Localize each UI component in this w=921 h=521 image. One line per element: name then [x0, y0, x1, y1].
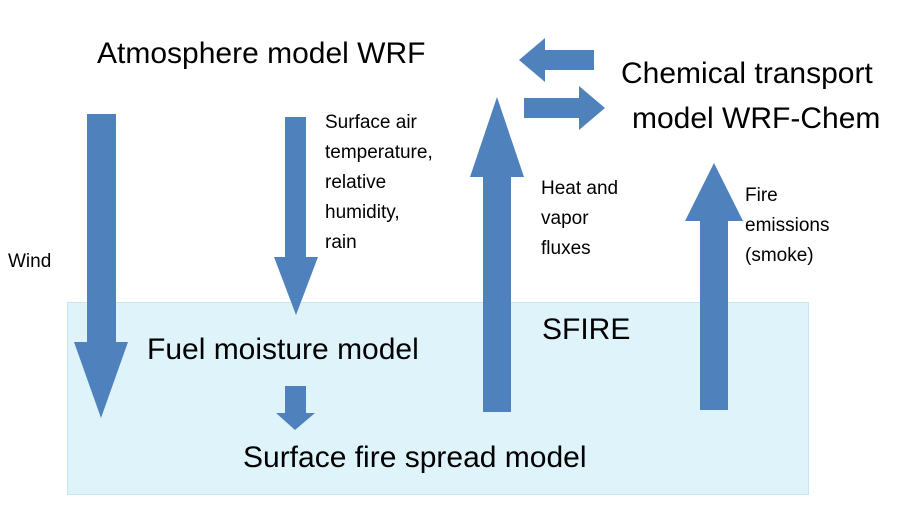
- heat-vapor-line: Heat and: [541, 178, 619, 199]
- heat-vapor-label: Heat and vapor fluxes: [541, 174, 618, 264]
- wind-label: Wind: [8, 251, 52, 272]
- chemical-model-label-line2: model WRF-Chem: [632, 102, 881, 135]
- atmosphere-model-label: Atmosphere model WRF: [97, 37, 426, 70]
- surface-air-arrow: [274, 117, 318, 315]
- fire-emissions-label: Fire emissions (smoke): [745, 181, 829, 271]
- fire-emissions-arrow: [685, 163, 743, 410]
- fuel-to-fire-arrow: [276, 386, 315, 430]
- surface-air-line: Surface air: [325, 112, 417, 133]
- wrf-to-chem-arrow: [524, 86, 605, 130]
- sfire-label: SFIRE: [542, 313, 631, 346]
- surface-air-label: Surface air temperature, relative humidi…: [325, 108, 433, 258]
- fire-emissions-line: Fire: [745, 185, 778, 206]
- heat-vapor-line: fluxes: [541, 238, 591, 259]
- chem-to-wrf-arrow: [519, 38, 594, 82]
- sfire-region: [67, 302, 809, 495]
- fuel-moisture-model-label: Fuel moisture model: [147, 333, 419, 366]
- heat-vapor-line: vapor: [541, 208, 589, 229]
- fire-emissions-line: emissions: [745, 215, 830, 236]
- heat-vapor-arrow: [470, 97, 524, 412]
- surface-air-line: humidity,: [325, 202, 400, 223]
- surface-air-line: temperature,: [325, 142, 433, 163]
- fire-emissions-line: (smoke): [745, 245, 814, 266]
- chemical-model-label-line1: Chemical transport: [621, 57, 873, 90]
- surface-air-line: rain: [325, 232, 357, 253]
- surface-air-line: relative: [325, 172, 387, 193]
- surface-fire-model-label: Surface fire spread model: [243, 441, 587, 474]
- wind-arrow: [74, 114, 128, 418]
